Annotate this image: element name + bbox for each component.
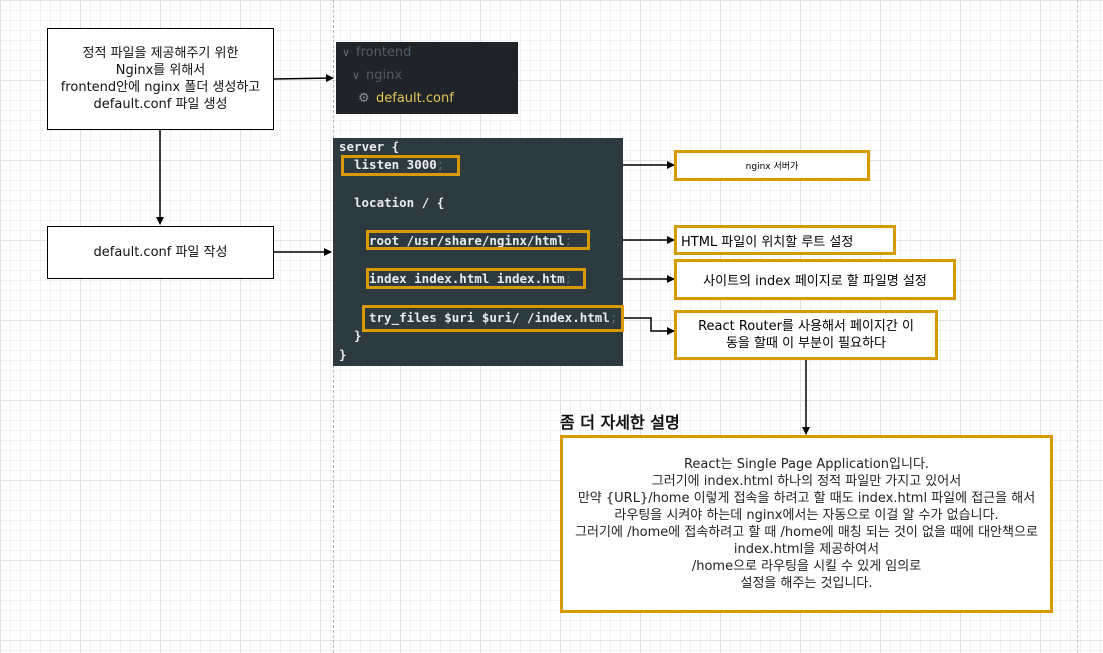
tree-item-label: frontend <box>356 45 412 60</box>
annotation-root-text: HTML 파일이 위치할 루트 설정 <box>681 234 854 250</box>
annotation-index: 사이트의 index 페이지로 할 파일명 설정 <box>674 259 956 300</box>
annotation-try-files: React Router를 사용해서 페이지간 이 동을 할때 이 부분이 필요… <box>674 310 938 360</box>
annotation-listen-text: nginx 서버가 <box>745 162 799 172</box>
gear-icon: ⚙ <box>358 91 370 106</box>
step2-box: default.conf 파일 작성 <box>47 226 274 279</box>
tree-item-label: default.conf <box>376 91 454 106</box>
code-panel: server { listen 3000; location / { root … <box>333 138 623 366</box>
highlight-try-files <box>362 305 624 332</box>
code-line-index: index index.html index.htm; <box>369 271 573 286</box>
highlight-index <box>366 268 586 289</box>
chevron-down-icon: ∨ <box>342 46 351 59</box>
details-text: React는 Single Page Application입니다. 그러기에 … <box>575 457 1038 591</box>
highlight-root <box>366 230 590 250</box>
file-tree: ∨ frontend ∨ nginx ⚙ default.conf <box>336 42 518 114</box>
annotation-try-files-text: React Router를 사용해서 페이지간 이 동을 할때 이 부분이 필요… <box>698 319 914 351</box>
step1-text: 정적 파일을 제공해주기 위한 Nginx를 위해서 frontend안에 ng… <box>60 46 261 112</box>
annotation-index-text: 사이트의 index 페이지로 할 파일명 설정 <box>703 274 927 289</box>
tree-item-default-conf[interactable]: ⚙ default.conf <box>358 88 454 110</box>
tree-item-label: nginx <box>366 68 403 83</box>
chevron-down-icon: ∨ <box>352 69 361 82</box>
arrow-try-files <box>624 317 675 335</box>
tree-item-frontend[interactable]: ∨ frontend <box>342 42 411 64</box>
details-heading: 좀 더 자세한 설명 <box>560 413 680 432</box>
code-line-close-location: } <box>354 328 362 343</box>
code-line-try-files: try_files $uri $uri/ /index.html; <box>369 310 618 325</box>
step2-text: default.conf 파일 작성 <box>93 245 228 260</box>
code-line-close-server: } <box>339 347 347 362</box>
code-line-location: location / { <box>354 195 445 210</box>
canvas-guide-line-right <box>1077 0 1078 653</box>
code-line-server: server { <box>339 139 400 154</box>
step1-box: 정적 파일을 제공해주기 위한 Nginx를 위해서 frontend안에 ng… <box>47 28 274 130</box>
tree-item-nginx[interactable]: ∨ nginx <box>352 65 402 87</box>
code-line-root: root /usr/share/nginx/html; <box>369 233 573 248</box>
annotation-listen: nginx 서버가 <box>674 150 870 181</box>
arrow-step1-to-tree <box>273 74 334 83</box>
annotation-root: HTML 파일이 위치할 루트 설정 <box>674 225 896 255</box>
details-box: React는 Single Page Application입니다. 그러기에 … <box>560 435 1053 613</box>
highlight-listen <box>341 155 460 176</box>
code-line-listen: listen 3000; <box>354 157 445 172</box>
